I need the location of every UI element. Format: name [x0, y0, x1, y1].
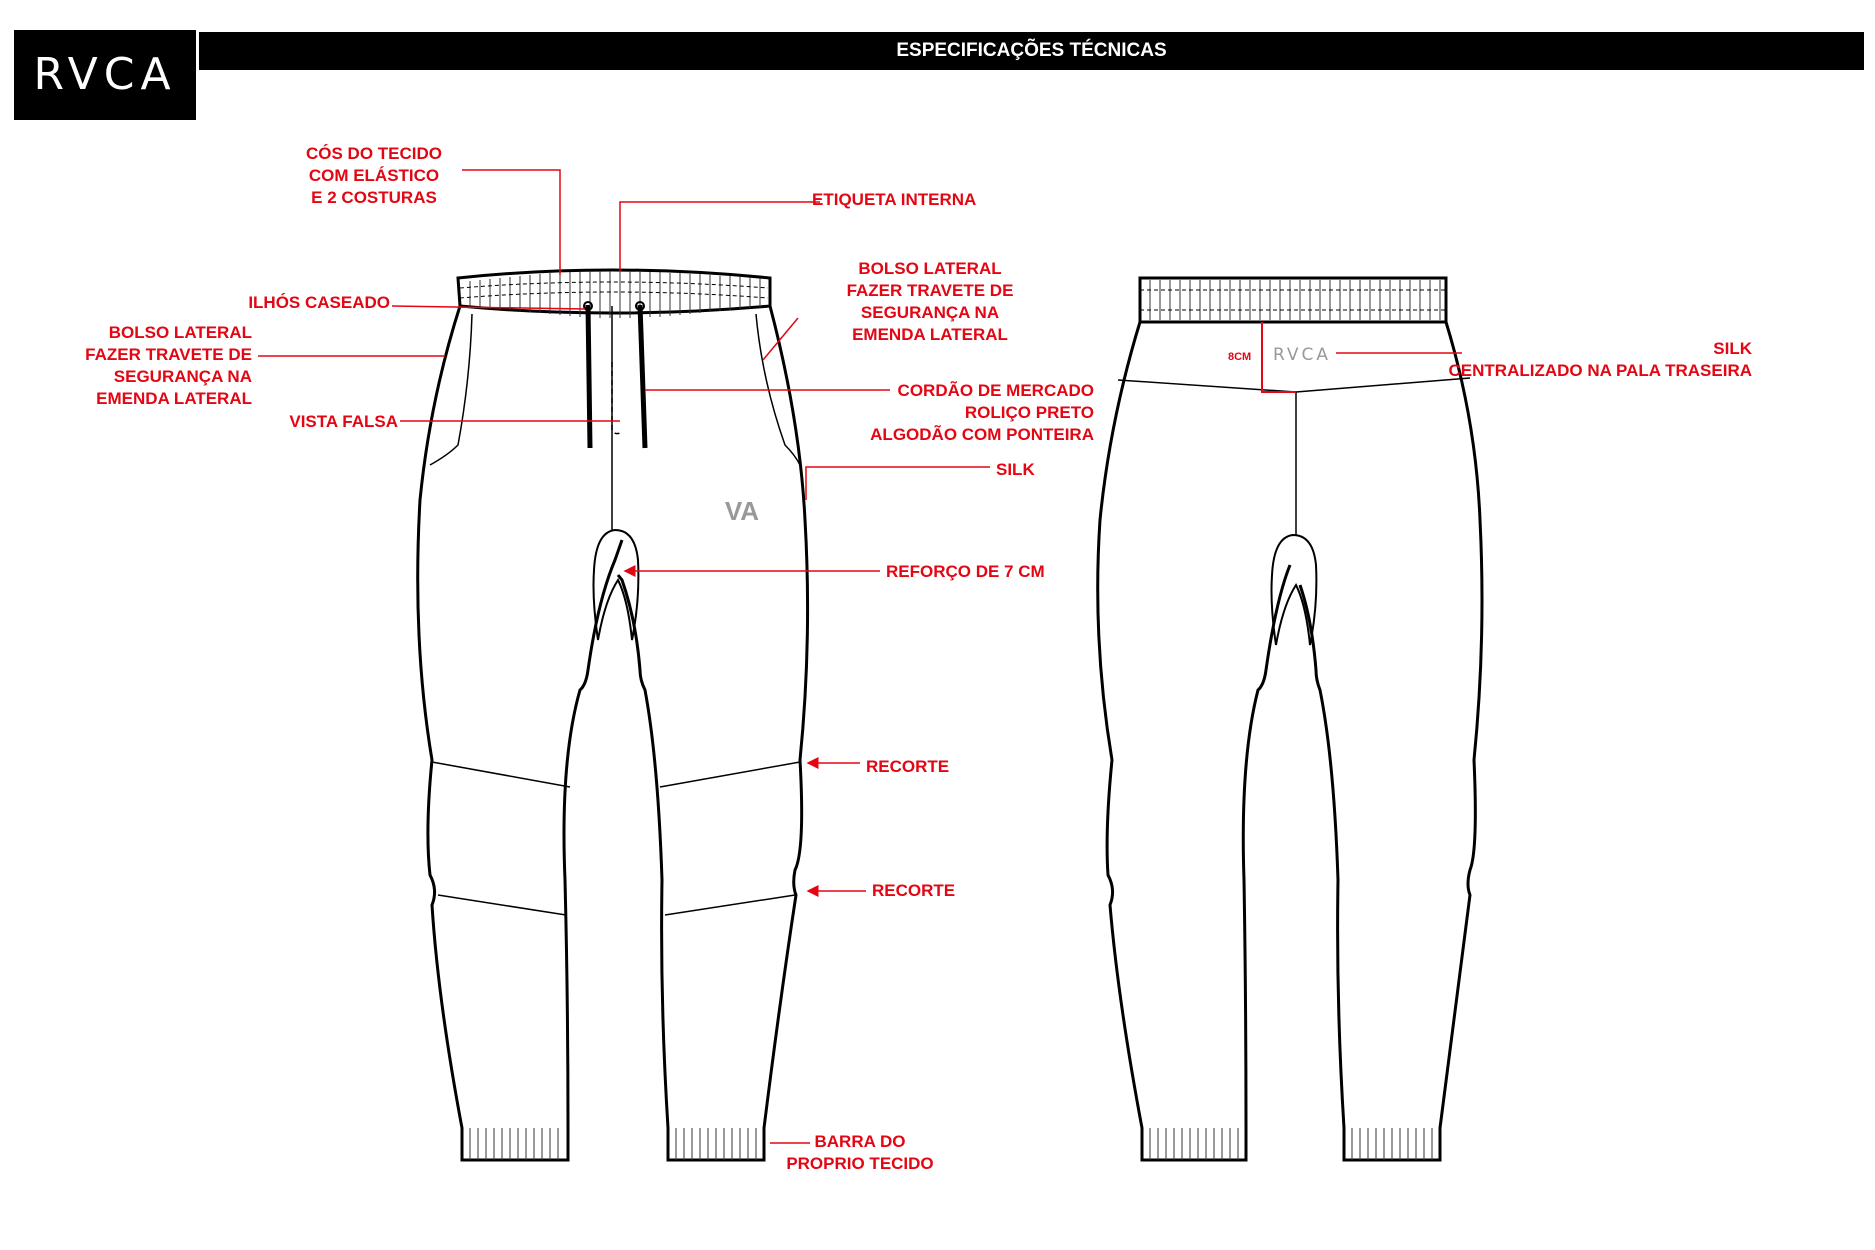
label-etiqueta: ETIQUETA INTERNA — [812, 190, 977, 209]
front-left-outline — [416, 305, 624, 1162]
label-barra: BARRA DO PROPRIO TECIDO — [786, 1132, 934, 1173]
label-silk-front: SILK — [996, 460, 1035, 479]
label-silk-back: SILK CENTRALIZADO NA PALA TRASEIRA — [1448, 339, 1752, 380]
front-silk-logo: VA — [725, 496, 759, 526]
page-title: ESPECIFICAÇÕES TÉCNICAS — [896, 40, 1167, 61]
rvca-logo: RVCA — [14, 30, 196, 120]
label-recorte-1: RECORTE — [866, 757, 950, 776]
header-bar: ESPECIFICAÇÕES TÉCNICAS — [199, 32, 1864, 70]
label-bolso-esquerdo: BOLSO LATERAL FAZER TRAVETE DE SEGURANÇA… — [85, 323, 252, 408]
back-pants — [1096, 276, 1484, 1162]
front-right-outline — [616, 305, 810, 1162]
measure-bracket — [1261, 322, 1296, 393]
label-bolso-direito: BOLSO LATERAL FAZER TRAVETE DE SEGURANÇA… — [846, 259, 1014, 344]
logo-text: RVCA — [33, 49, 177, 100]
label-cos: CÓS DO TECIDO COM ELÁSTICO E 2 COSTURAS — [305, 144, 442, 207]
label-reforco: REFORÇO DE 7 CM — [886, 562, 1045, 581]
label-ilhos: ILHÓS CASEADO — [248, 293, 390, 312]
front-pants — [416, 268, 810, 1162]
label-vista-falsa: VISTA FALSA — [289, 412, 398, 431]
label-cordao: CORDÃO DE MERCADO ROLIÇO PRETO ALGODÃO C… — [870, 381, 1094, 444]
leader-lines — [258, 169, 1462, 1144]
front-waistband — [456, 268, 772, 315]
label-8cm: 8CM — [1228, 351, 1252, 363]
back-silk-logo: RVCA — [1273, 345, 1331, 365]
label-recorte-2: RECORTE — [872, 881, 956, 900]
